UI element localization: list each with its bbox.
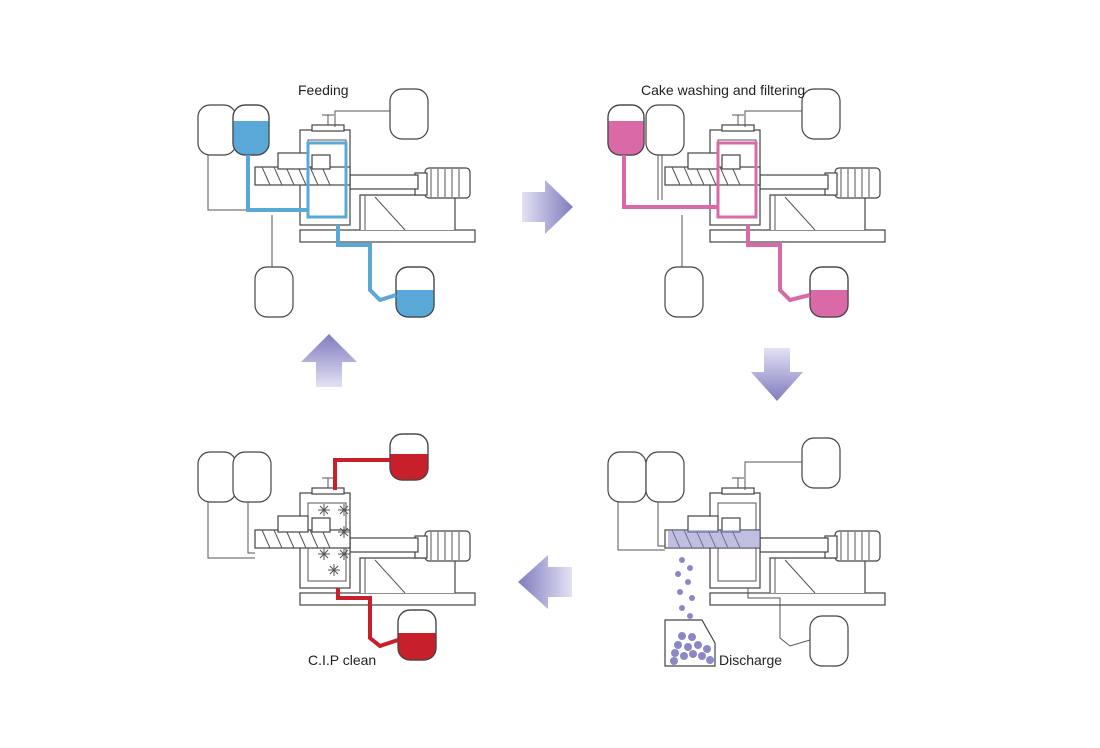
tank-left-2 <box>645 451 685 503</box>
stage-discharge <box>607 437 886 667</box>
arrow-up <box>301 334 357 387</box>
tank-bottom-left <box>664 266 704 318</box>
tank-collect <box>395 266 435 318</box>
tank-top <box>801 88 841 140</box>
stage-label-cip: C.I.P clean <box>308 652 377 668</box>
stage-washing <box>607 88 886 318</box>
stage-label-feeding: Feeding <box>298 82 349 98</box>
tank-left <box>197 451 237 503</box>
discharge-bin <box>664 619 716 667</box>
arrow-left <box>518 555 572 609</box>
stage-cip <box>197 433 476 661</box>
arrow-down <box>751 348 803 401</box>
stage-label-discharge: Discharge <box>719 652 783 668</box>
arrow-right <box>522 180 573 234</box>
tank-left-2 <box>232 451 272 503</box>
tank-bottom-left <box>254 266 294 318</box>
tank-top <box>389 88 429 140</box>
stage-feeding <box>197 88 476 318</box>
tank-cip-return <box>397 609 437 661</box>
particles <box>675 557 695 627</box>
tank-wash <box>607 104 645 156</box>
tank-feed <box>232 104 270 156</box>
tank-bottom-right <box>809 615 849 667</box>
stage-label-washing: Cake washing and filtering <box>641 82 806 98</box>
tank-mid <box>645 104 685 156</box>
tank-left <box>197 104 237 156</box>
spray-icons <box>318 504 350 576</box>
tank-top <box>801 437 841 489</box>
tank-cip-supply <box>389 433 429 481</box>
tank-filtrate <box>809 266 849 318</box>
tank-left <box>607 451 647 503</box>
